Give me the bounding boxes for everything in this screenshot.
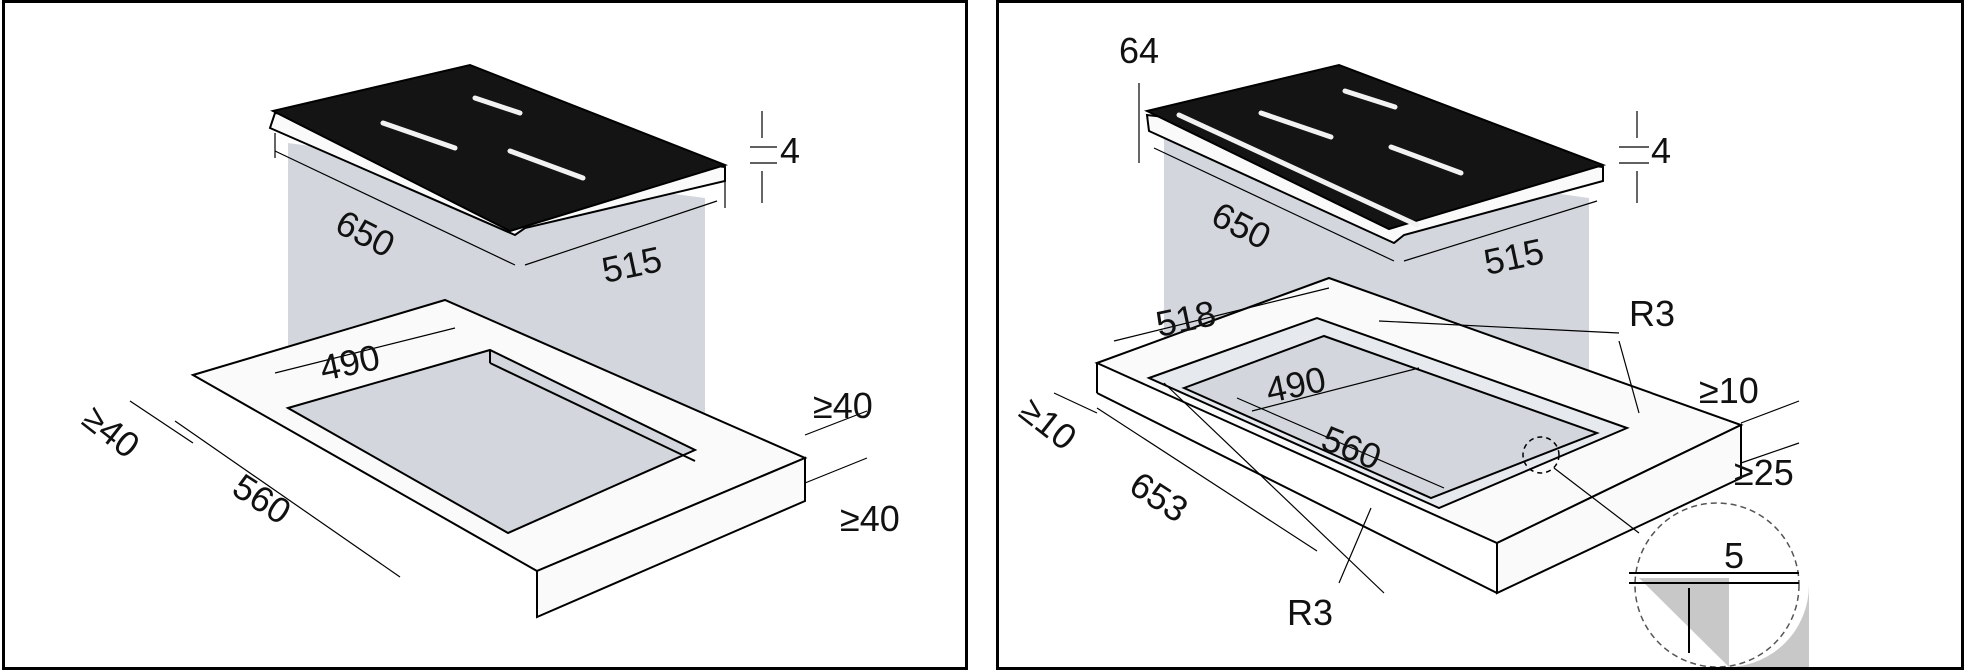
label-side-clearance: ≥10 (1699, 370, 1759, 411)
detail-section-shade (1639, 578, 1809, 667)
label-back-clearance-bottom: ≥40 (840, 498, 900, 539)
cooking-zone-3 (507, 148, 586, 181)
cooking-zone-2 (380, 120, 458, 151)
dim-line-515 (524, 200, 718, 266)
label-back-clearance-top: ≥40 (813, 385, 873, 426)
worktop-front-edge (536, 456, 806, 619)
dim-line-653 (1096, 407, 1318, 552)
cooking-zone-1 (472, 95, 523, 116)
installation-diagram-left: 4 650 515 490 560 ≥40 ≥40 ≥40 (75, 63, 900, 619)
diagram-panel-left: 4 650 515 490 560 ≥40 ≥40 ≥40 (2, 0, 968, 670)
dim-line-518 (1113, 287, 1330, 342)
dim-line-650 (274, 150, 516, 266)
dim-line-560 (1236, 397, 1445, 489)
label-radius-bottom: R3 (1287, 592, 1333, 633)
worktop-front-edge (1496, 423, 1742, 595)
dim-line-560 (174, 420, 401, 578)
hob-glass-top (1144, 63, 1607, 231)
dim-line-650 (1153, 147, 1395, 262)
installation-diagram-right: 64 4 650 515 518 653 490 560 R3 R3 ≥10 ≥… (1012, 30, 1809, 667)
label-cutout-width: 560 (226, 465, 299, 532)
cooking-zone-1 (1342, 88, 1398, 110)
label-front-clearance: ≥10 (1012, 389, 1084, 458)
label-detail-step: 5 (1724, 535, 1744, 576)
cooking-zone-3 (1388, 144, 1464, 176)
detail-marker (1522, 436, 1560, 474)
label-front-clearance: ≥40 (75, 397, 147, 466)
worktop-cutout (285, 348, 698, 535)
cooking-zone-2 (1258, 110, 1334, 140)
label-back-clearance: ≥25 (1734, 452, 1794, 493)
hob-glass-top (270, 63, 729, 233)
label-overall-height: 64 (1119, 30, 1159, 71)
label-hob-thickness: 4 (1651, 130, 1671, 171)
hob-front-strip (1176, 112, 1420, 228)
label-hob-thickness: 4 (780, 130, 800, 171)
diagram-panel-right: 64 4 650 515 518 653 490 560 R3 R3 ≥10 ≥… (996, 0, 1964, 670)
dim-line-490 (1251, 367, 1420, 412)
dim-line-515 (1403, 200, 1598, 262)
label-radius-top: R3 (1629, 293, 1675, 334)
dim-line-490 (274, 327, 456, 374)
worktop-cutout (1181, 334, 1600, 500)
label-recess-width: 653 (1123, 463, 1196, 530)
